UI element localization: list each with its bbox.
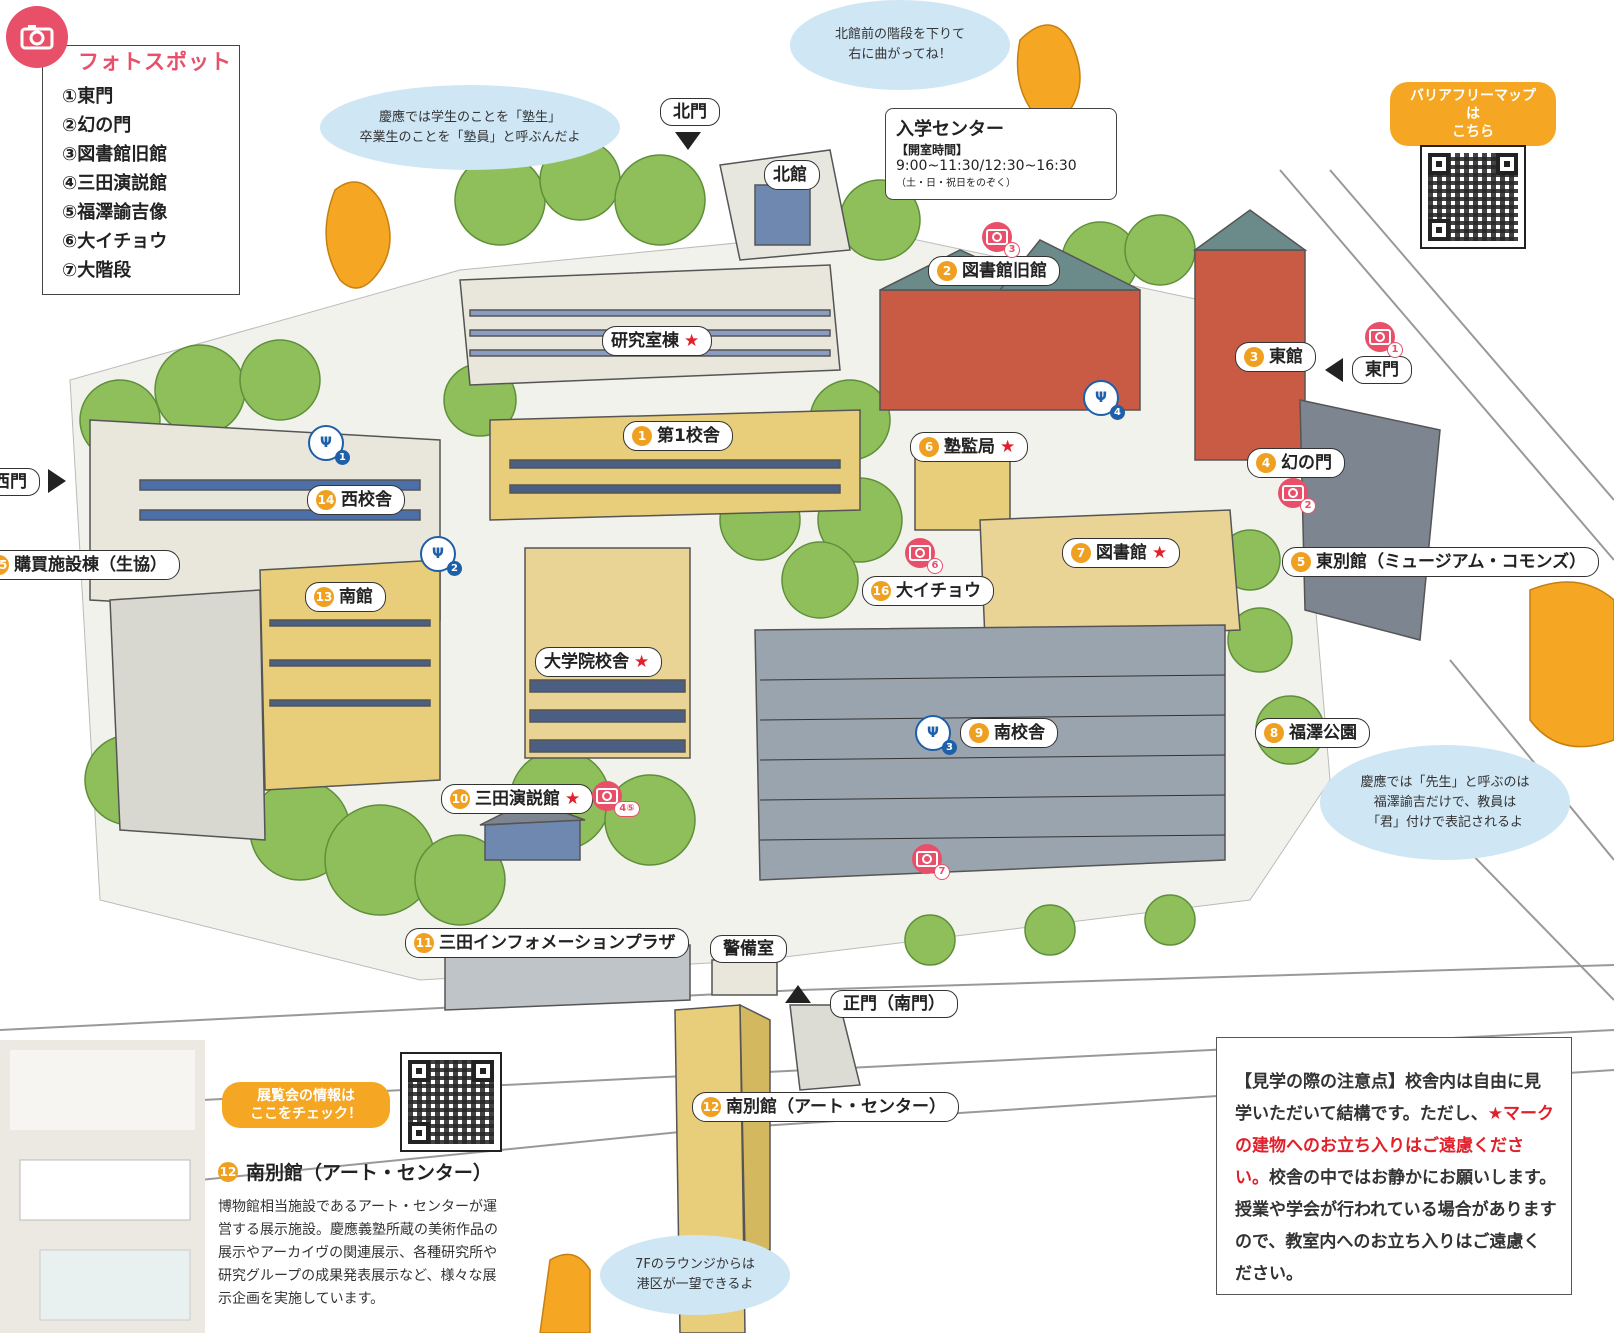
admission-center-title: 入学センター [896,119,1004,140]
photo-spot-title: フォトスポット [78,50,232,74]
art-center-title: 南別館（アート・センター） [246,1162,492,1184]
camera-icon: 6 [905,538,943,574]
camera-icon [6,6,68,68]
barrier-free-tag: バリアフリーマップは こちら [1390,82,1556,146]
buildings [89,149,1441,1333]
bubble-sensei: 慶應では「先生」と呼ぶのは 福澤諭吉だけで、教員は 「君」付けで表記されるよ [1320,745,1570,860]
art-center-heading: 12 南別館（アート・センター） [218,1158,492,1185]
bubble-lounge: 7Fのラウンジからは 港区が一望できるよ [600,1235,790,1315]
photo-spot-item: ⑦大階段 [62,260,132,281]
art-center-number: 12 [218,1161,238,1182]
gate-north-label: 北門 [660,98,720,126]
photo-spot-item: ⑥大イチョウ [62,231,168,252]
camera-icon: 7 [912,844,950,880]
building-label-kita: 北館 [764,160,820,190]
photo-spot-item: ⑤福澤諭吉像 [62,202,168,223]
arrow-down-icon [675,132,701,150]
exhibition-tag: 展覧会の情報は ここをチェック！ [222,1082,390,1128]
bubble-north-directions: 北館前の階段を下りて 右に曲がってね！ [790,0,1010,90]
exhibition-qr-code[interactable] [400,1052,502,1152]
admission-center-callout: 入学センター 【開室時間】 9:00~11:30/12:30~16:30 （土・… [885,108,1117,200]
gate-east-label: 東門 [1352,356,1412,384]
photo-spot-list: ①東門 ②幻の門 ③図書館旧館 ④三田演説館 ⑤福澤諭吉像 ⑥大イチョウ ⑦大階… [62,82,167,285]
photo-spot-item: ③図書館旧館 [62,144,168,165]
admission-note: （土・日・祝日をのぞく） [896,178,1016,189]
photo-spot-item: ②幻の門 [62,115,132,136]
art-center-photo [0,1040,205,1333]
gate-main-label: 正門（南門） [830,990,958,1018]
arrow-left-icon [1325,358,1343,382]
guard-room-label: 警備室 [710,935,787,963]
building-label-kenkyu: 研究室棟★ [602,326,713,356]
admission-hours: 9:00~11:30/12:30~16:30 [896,158,1077,174]
camera-icon: 4⑤ [592,781,640,817]
barrier-free-qr-code[interactable] [1420,145,1526,249]
building-label-kobai: 15購買施設棟（生協） [0,550,180,580]
bubble-juku: 慶應では学生のことを「塾生」 卒業生のことを「塾員」と呼ぶんだよ [320,85,620,170]
photo-spot-legend [42,45,240,295]
notice-text-1: 【見学の際の注意点】校舎内は自由に見学いただいて結構です。ただし、 [1235,1072,1541,1124]
admission-hours-label: 【開室時間】 [896,143,969,157]
photo-spot-item: ④三田演説館 [62,173,168,194]
camera-icon: 1 [1365,322,1403,358]
photo-spot-item: ①東門 [62,86,114,107]
arrow-right-icon [48,469,66,493]
arrow-up-icon [785,985,811,1003]
camera-icon: 3 [982,222,1020,258]
notice-text-2: 校舎の中ではお静かにお願いします。授業や学会が行われている場合がありますので、教… [1235,1168,1557,1284]
gate-west-label: 西門 [0,468,40,496]
camera-icon: 2 [1278,478,1316,514]
notice-text-warning: ★マークの建物へのお立ち入りはご遠慮ください。 [1235,1104,1555,1188]
building-label-daigakuin: 大学院校舎★ [535,647,663,677]
visit-notice: 【見学の際の注意点】校舎内は自由に見学いただいて結構です。ただし、★マークの建物… [1216,1037,1572,1295]
art-center-description: 博物館相当施設であるアート・センターが運営する展示施設。慶應義塾所蔵の美術作品の… [218,1199,498,1307]
